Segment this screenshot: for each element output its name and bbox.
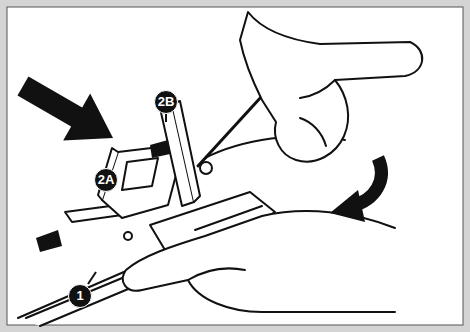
black-tab: [150, 140, 170, 158]
callout-number: 1: [68, 284, 92, 308]
finger-line: [300, 80, 335, 98]
push-arrow: [9, 63, 126, 162]
upper-hand: [240, 12, 422, 162]
rotate-arrow-head: [330, 190, 365, 222]
hook-tool: [198, 96, 262, 166]
black-tabs: [36, 140, 170, 252]
thumb-line: [300, 118, 326, 146]
rotate-arrow: [330, 158, 381, 222]
plate-screw: [124, 232, 132, 240]
leader-line: [88, 272, 96, 284]
push-arrow-shape: [9, 63, 126, 162]
lower-hand: [123, 211, 395, 312]
latch-window: [122, 158, 158, 190]
device-drawing: [18, 12, 422, 326]
lower-thumb-line: [188, 268, 245, 280]
black-tab: [36, 230, 62, 252]
frame-ground: [7, 7, 463, 325]
lever-side: [172, 101, 200, 202]
leader-lines: [88, 114, 166, 284]
leader-line: [165, 114, 167, 122]
